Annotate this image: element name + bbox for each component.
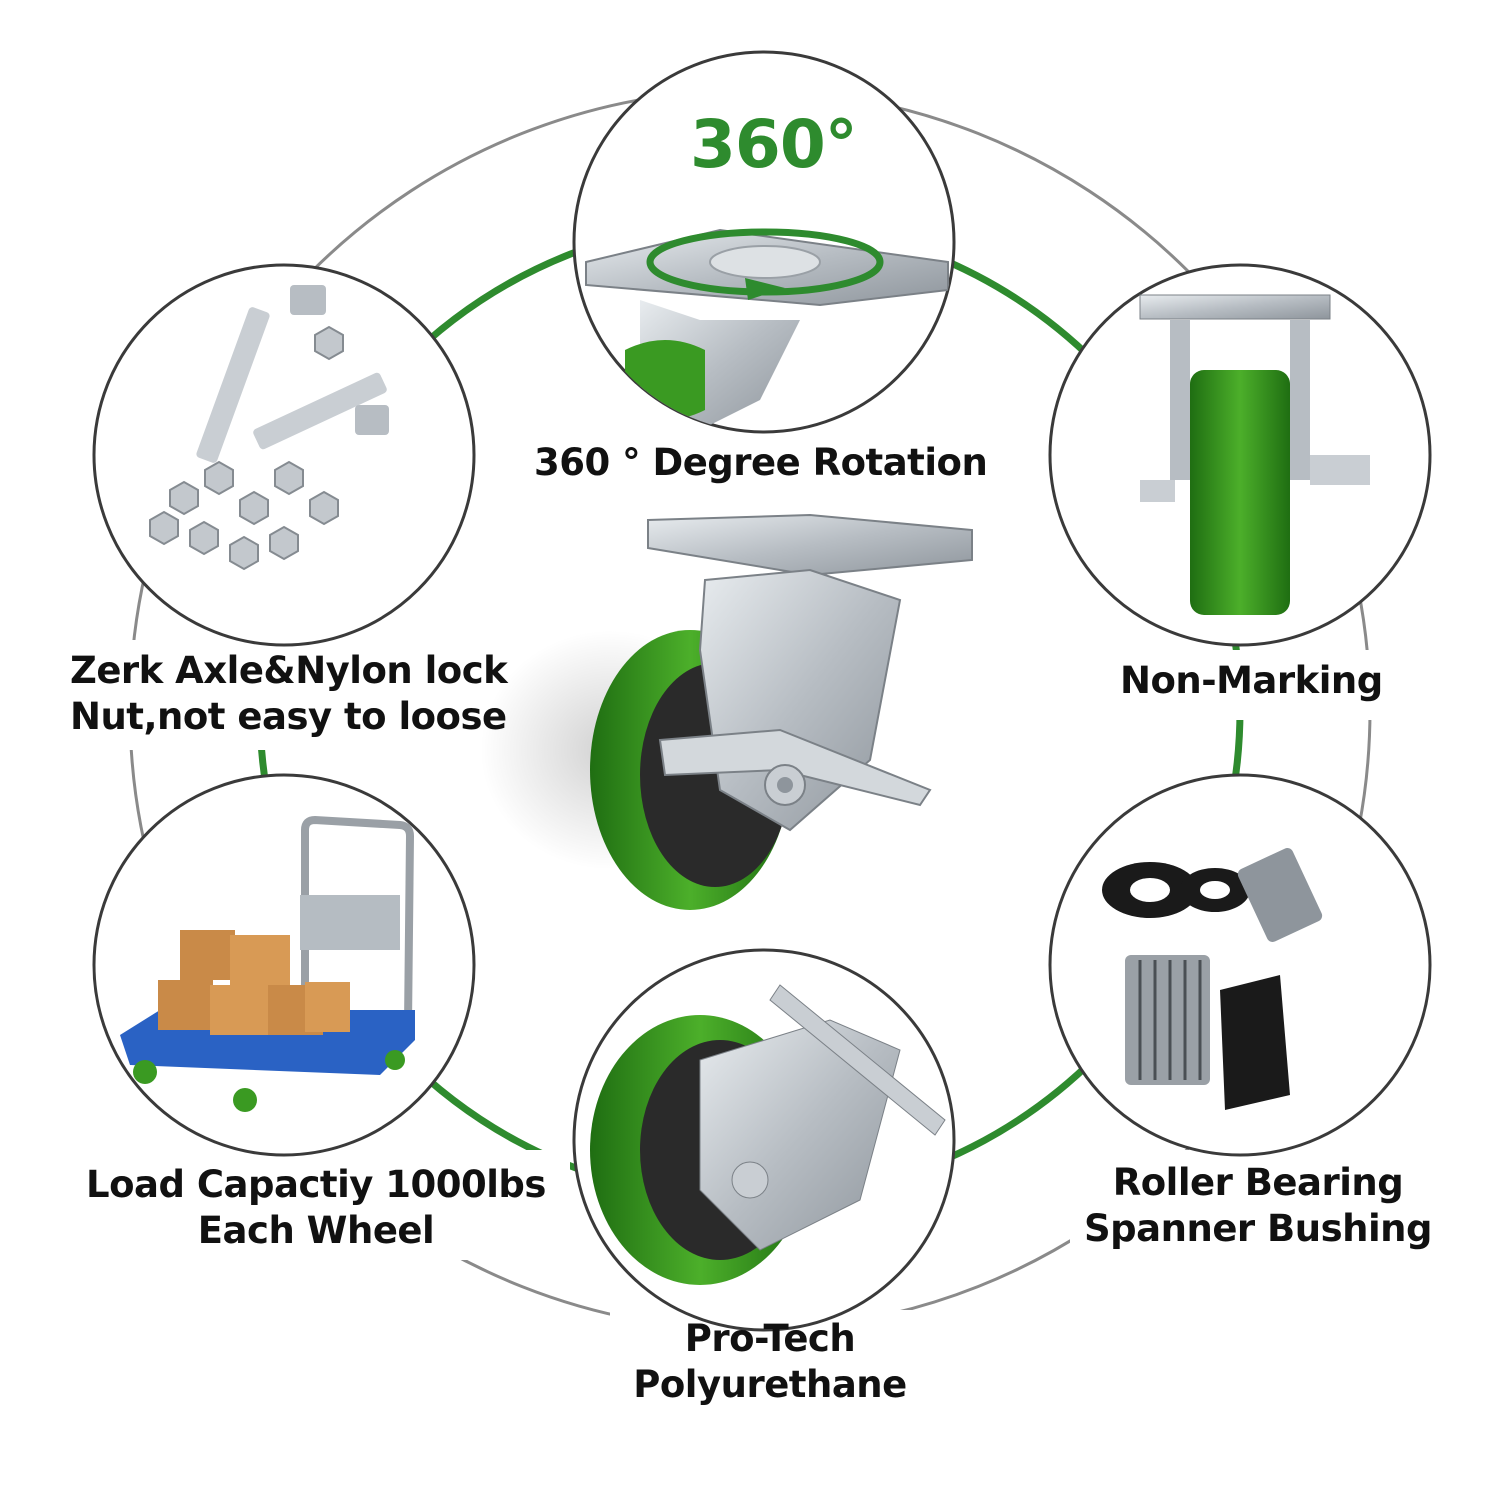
axle-nut-label: Zerk Axle&Nylon lock Nut,not easy to loo… <box>70 649 508 738</box>
bolts-and-nuts-icon <box>149 285 389 571</box>
load-capacity-label: Load Capactiy 1000lbs Each Wheel <box>86 1163 546 1252</box>
swivel-caster-with-brake-icon <box>480 513 973 910</box>
caster-front-view-icon <box>1139 294 1370 615</box>
feature-circle-load-capacity <box>92 773 476 1157</box>
feature-circle-roller-bearing <box>1048 773 1432 1157</box>
feature-circle-axle-nut <box>92 263 476 647</box>
rotation-badge: 360° <box>690 106 858 183</box>
polyurethane-label: Pro-Tech Polyurethane <box>633 1317 907 1406</box>
feature-circle-non-marking <box>1048 263 1432 647</box>
feature-circle-polyurethane <box>572 948 956 1332</box>
feature-circle-rotation <box>572 50 956 434</box>
caster-top-view-rotation-icon <box>585 228 949 430</box>
bearing-bushing-parts-icon <box>1102 848 1323 1110</box>
caster-side-view-icon <box>590 984 946 1285</box>
roller-bearing-label: Roller Bearing Spanner Bushing <box>1084 1161 1432 1250</box>
rotation-label: 360 ° Degree Rotation <box>534 441 988 484</box>
platform-cart-icon <box>120 815 415 1112</box>
non-marking-label: Non-Marking <box>1120 659 1383 702</box>
